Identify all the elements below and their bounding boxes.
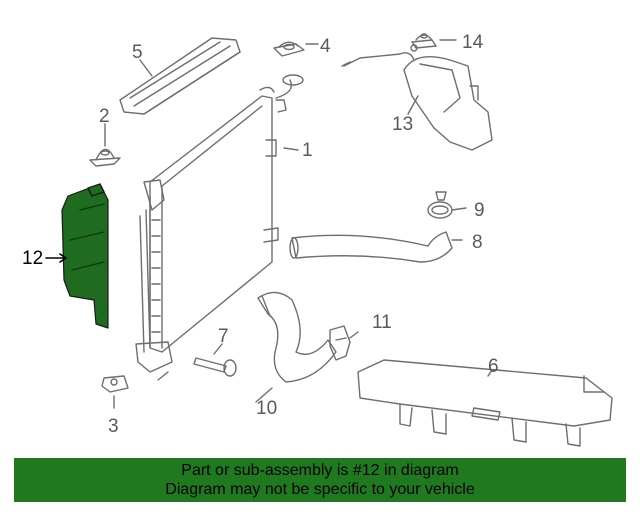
callout-11: 11	[372, 312, 392, 333]
leader-lines	[104, 39, 493, 409]
callout-6: 6	[488, 356, 499, 377]
callout-13: 13	[392, 114, 413, 135]
bolt-part[interactable]	[193, 357, 237, 377]
callout-1: 1	[302, 140, 313, 161]
upper-hose-part[interactable]	[289, 231, 453, 263]
sensor-bracket-part[interactable]	[329, 325, 351, 361]
callout-5: 5	[132, 42, 143, 63]
clip-part[interactable]	[101, 375, 129, 393]
radiator-shroud-part-12[interactable]	[61, 183, 109, 329]
info-banner: Part or sub-assembly is #12 in diagram D…	[14, 458, 626, 502]
callout-12-arrow	[45, 253, 67, 263]
reservoir-cap-part[interactable]	[411, 33, 437, 49]
callout-12: 12	[22, 248, 43, 269]
callout-8: 8	[472, 232, 483, 253]
deflector-panel-part[interactable]	[119, 37, 241, 115]
callout-3: 3	[108, 416, 119, 437]
mount-cap-part[interactable]	[273, 41, 305, 57]
callout-10: 10	[256, 398, 277, 419]
lower-deflector-part[interactable]	[357, 359, 613, 447]
callout-4: 4	[320, 36, 331, 57]
banner-line-part-number: Part or sub-assembly is #12 in diagram	[181, 462, 459, 479]
callout-2: 2	[99, 106, 110, 127]
callout-14: 14	[462, 32, 484, 53]
callout-9: 9	[474, 200, 485, 221]
radiator-part[interactable]	[135, 74, 304, 381]
isolator-part[interactable]	[89, 148, 121, 167]
banner-line-disclaimer: Diagram may not be specific to your vehi…	[165, 481, 475, 498]
lower-hose-part[interactable]	[257, 291, 337, 383]
callout-7: 7	[218, 326, 229, 347]
hose-clamp-part[interactable]	[427, 191, 453, 219]
